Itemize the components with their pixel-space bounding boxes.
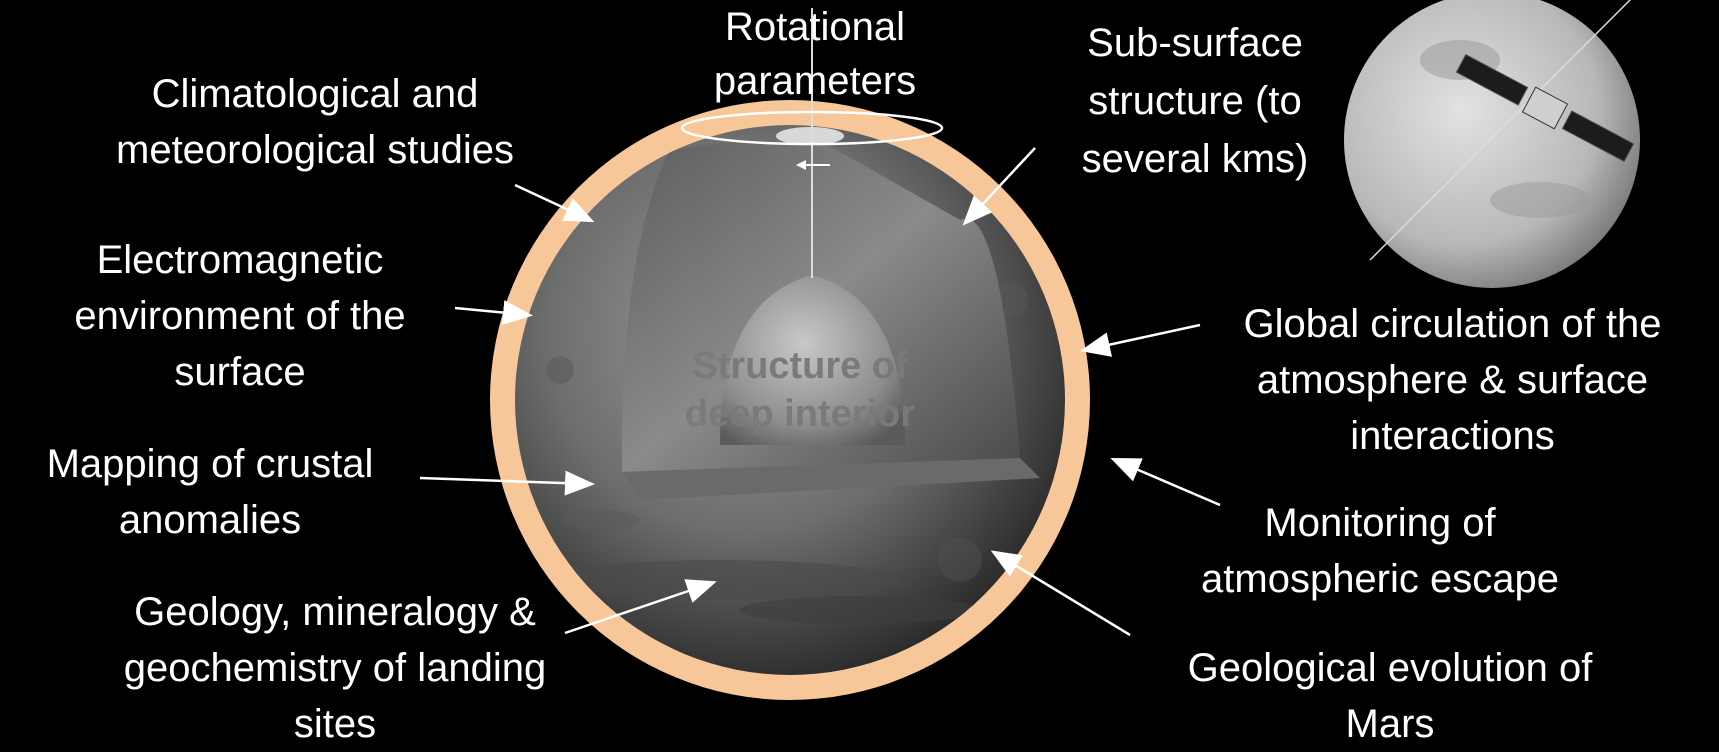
geological-evolution-label: Geological evolution of Mars [1130,640,1650,752]
rotational-parameters-label: Rotational parameters [665,0,965,108]
subsurface-structure-label: Sub-surface structure (to several kms) [1050,14,1340,188]
orbiter-over-mars-photo [1344,0,1640,288]
electromagnetic-environment-label: Electromagnetic environment of the surfa… [20,232,460,400]
atmospheric-escape-label: Monitoring of atmospheric escape [1150,495,1610,607]
geology-landing-sites-label: Geology, mineralogy & geochemistry of la… [70,584,600,752]
global-circulation-label: Global circulation of the atmosphere & s… [1190,296,1715,464]
climatological-studies-label: Climatological and meteorological studie… [60,66,570,178]
deep-interior-label: Structure of deep interior [640,342,960,438]
arrow-global-circulation [1085,325,1200,350]
crustal-anomalies-label: Mapping of crustal anomalies [0,436,420,548]
